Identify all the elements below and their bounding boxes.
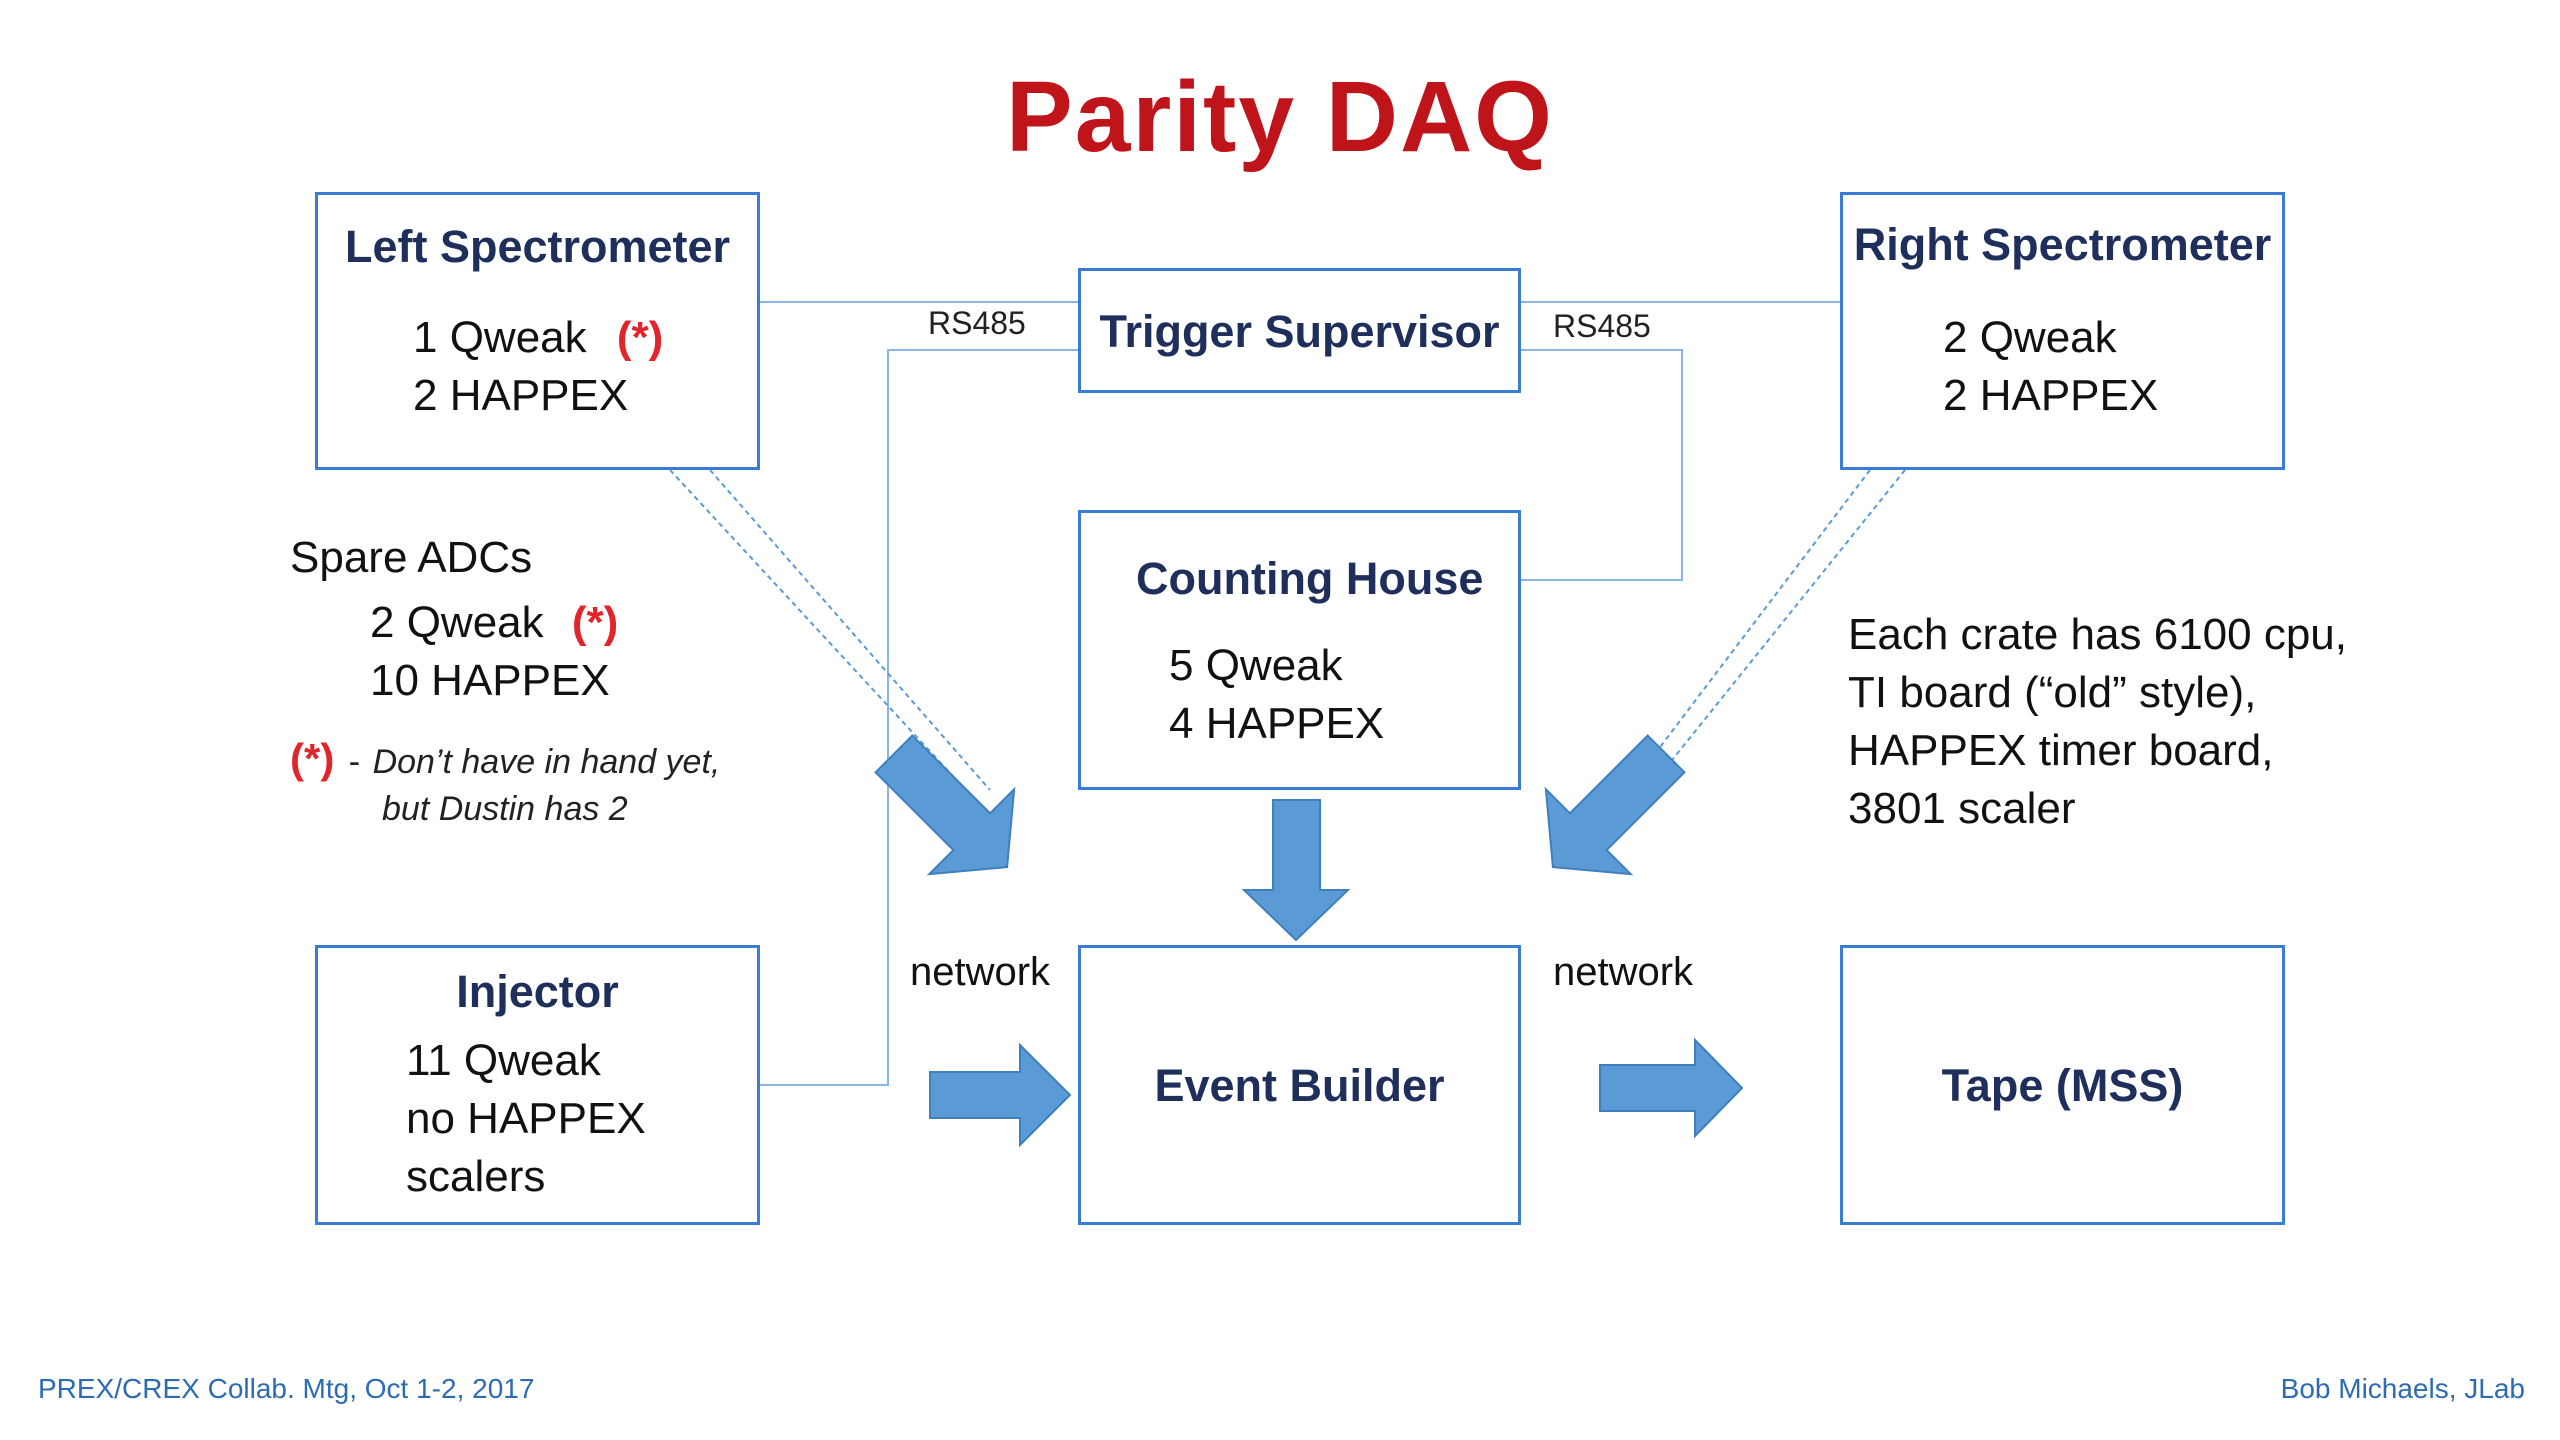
rs485-label-right: RS485	[1553, 308, 1651, 344]
spare-adcs-qweak: 2 Qweak (*)	[370, 598, 619, 647]
right-spectrometer-qweak: 2 Qweak	[1943, 313, 2117, 362]
trigger-injector-line	[758, 349, 1080, 1086]
page-title: Parity DAQ	[1006, 61, 1554, 173]
spare-adcs-heading: Spare ADCs	[290, 533, 533, 582]
event-builder-box: Event Builder	[1078, 945, 1521, 1225]
left-spectrometer-happex: 2 HAPPEX	[413, 371, 629, 420]
event-builder-title: Event Builder	[1154, 1060, 1445, 1111]
trigger-supervisor-box: Trigger Supervisor	[1078, 268, 1521, 393]
rs485-label-left: RS485	[928, 305, 1026, 341]
trigger-counting-line	[1518, 349, 1683, 581]
injector-qweak: 11 Qweak	[406, 1036, 601, 1085]
left-spectrometer-box: Left Spectrometer 1 Qweak (*) 2 HAPPEX	[315, 192, 760, 470]
injector-scalers: scalers	[406, 1152, 546, 1201]
counting-house-title: Counting House	[1136, 553, 1498, 605]
right-network-line-1	[1619, 469, 1871, 801]
right-network-line-2	[1639, 469, 1906, 801]
asterisk-mark: (*)	[616, 313, 664, 362]
network-label-right: network	[1553, 950, 1694, 994]
counting-house-qweak: 5 Qweak	[1169, 641, 1343, 690]
event-to-tape-arrow	[1599, 1037, 1744, 1139]
left-network-line-1	[669, 469, 976, 801]
spare-adcs-happex: 10 HAPPEX	[370, 656, 610, 705]
tape-title: Tape (MSS)	[1941, 1060, 2184, 1111]
note-asterisk: (*)	[290, 735, 335, 782]
note-line-2: but Dustin has 2	[382, 790, 628, 828]
trigger-supervisor-title: Trigger Supervisor	[1099, 306, 1500, 357]
counting-house-box: Counting House 5 Qweak 4 HAPPEX	[1078, 510, 1521, 790]
crate-info-line-4: 3801 scaler	[1848, 784, 2076, 833]
note-line-1: (*) - Don’t have in hand yet,	[290, 735, 721, 782]
right-spectrometer-title: Right Spectrometer	[1853, 219, 2272, 270]
asterisk-mark: (*)	[571, 598, 619, 647]
injector-box: Injector 11 Qweak no HAPPEX scalers	[315, 945, 760, 1225]
crate-info-line-1: Each crate has 6100 cpu,	[1848, 610, 2347, 659]
left-network-line-2	[709, 469, 991, 791]
left-diagonal-arrow	[874, 734, 1016, 876]
injector-happex: no HAPPEX	[406, 1094, 646, 1143]
injector-title: Injector	[456, 966, 619, 1017]
crate-info-line-2: TI board (“old” style),	[1848, 668, 2257, 717]
network-label-left: network	[910, 950, 1051, 994]
down-arrow	[1241, 799, 1351, 942]
footer-right: Bob Michaels, JLab	[2280, 1373, 2525, 1404]
right-spectrometer-box: Right Spectrometer 2 Qweak 2 HAPPEX	[1840, 192, 2285, 470]
crate-info-line-3: HAPPEX timer board,	[1848, 726, 2274, 775]
left-spectrometer-title: Left Spectrometer	[344, 221, 731, 272]
right-diagonal-arrow	[1544, 734, 1686, 876]
injector-to-event-arrow	[929, 1042, 1072, 1148]
tape-box: Tape (MSS)	[1840, 945, 2285, 1225]
left-spectrometer-qweak: 1 Qweak (*)	[413, 313, 664, 362]
right-spectrometer-happex: 2 HAPPEX	[1943, 371, 2159, 420]
counting-house-happex: 4 HAPPEX	[1169, 699, 1385, 748]
footer-left: PREX/CREX Collab. Mtg, Oct 1-2, 2017	[38, 1373, 535, 1404]
